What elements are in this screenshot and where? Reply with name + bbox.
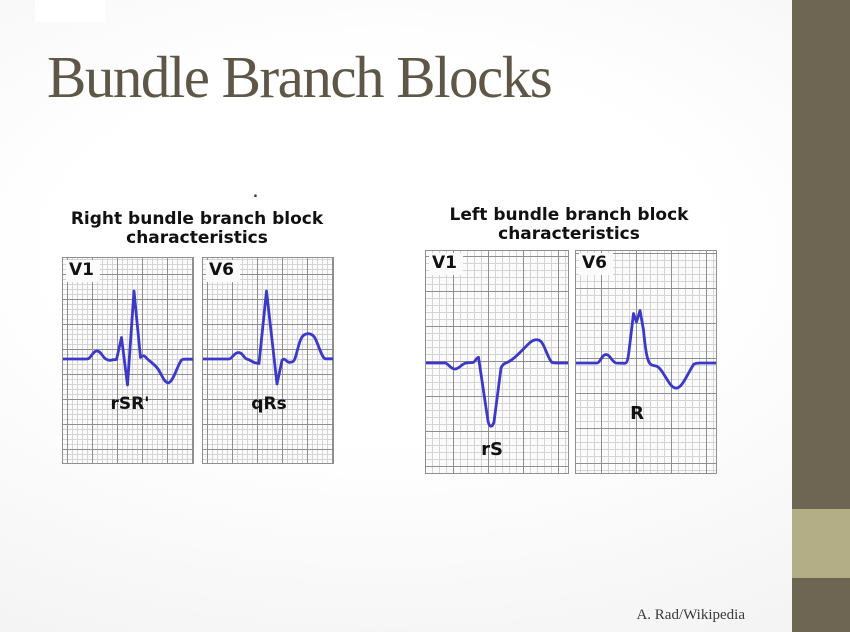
ecg-panel-rbbb-v1: V1 rSR'	[62, 257, 194, 464]
ecg-trace-rbbb-v1	[63, 289, 193, 387]
ecg-panel-lbbb-v1: V1 rS	[425, 250, 569, 474]
wave-label-rs: rS	[481, 439, 503, 460]
ecg-trace-rbbb-v6	[203, 289, 333, 386]
lead-label-v6: V6	[579, 253, 613, 275]
lbbb-heading-line2: characteristics	[498, 224, 640, 244]
ecg-panel-rbbb-v6: V6 qRs	[202, 257, 334, 464]
lead-label-v1: V1	[66, 260, 100, 282]
lbbb-heading-line1: Left bundle branch block	[449, 205, 689, 225]
slide-title: Bundle Branch Blocks	[47, 44, 553, 110]
ecg-panel-lbbb-v6: V6 R	[575, 250, 717, 474]
lead-label-v6: V6	[206, 260, 240, 282]
corner-highlight	[35, 0, 105, 22]
wave-label-rsr: rSR'	[110, 394, 150, 414]
lbbb-heading: Left bundle branch block characteristics	[422, 206, 716, 244]
wave-label-qrs: qRs	[251, 394, 287, 414]
stray-dot: .	[253, 186, 258, 201]
rbbb-heading: Right bundle branch block characteristic…	[62, 210, 332, 248]
wave-label-r: R	[630, 403, 644, 424]
ecg-trace-lbbb-v6	[576, 309, 716, 390]
attribution: A. Rad/Wikipedia	[636, 607, 745, 623]
lead-label-v1: V1	[429, 253, 463, 275]
rbbb-heading-line1: Right bundle branch block	[70, 209, 324, 229]
accent-block	[792, 509, 850, 578]
rbbb-heading-line2: characteristics	[126, 228, 268, 248]
ecg-trace-lbbb-v1	[426, 338, 568, 428]
